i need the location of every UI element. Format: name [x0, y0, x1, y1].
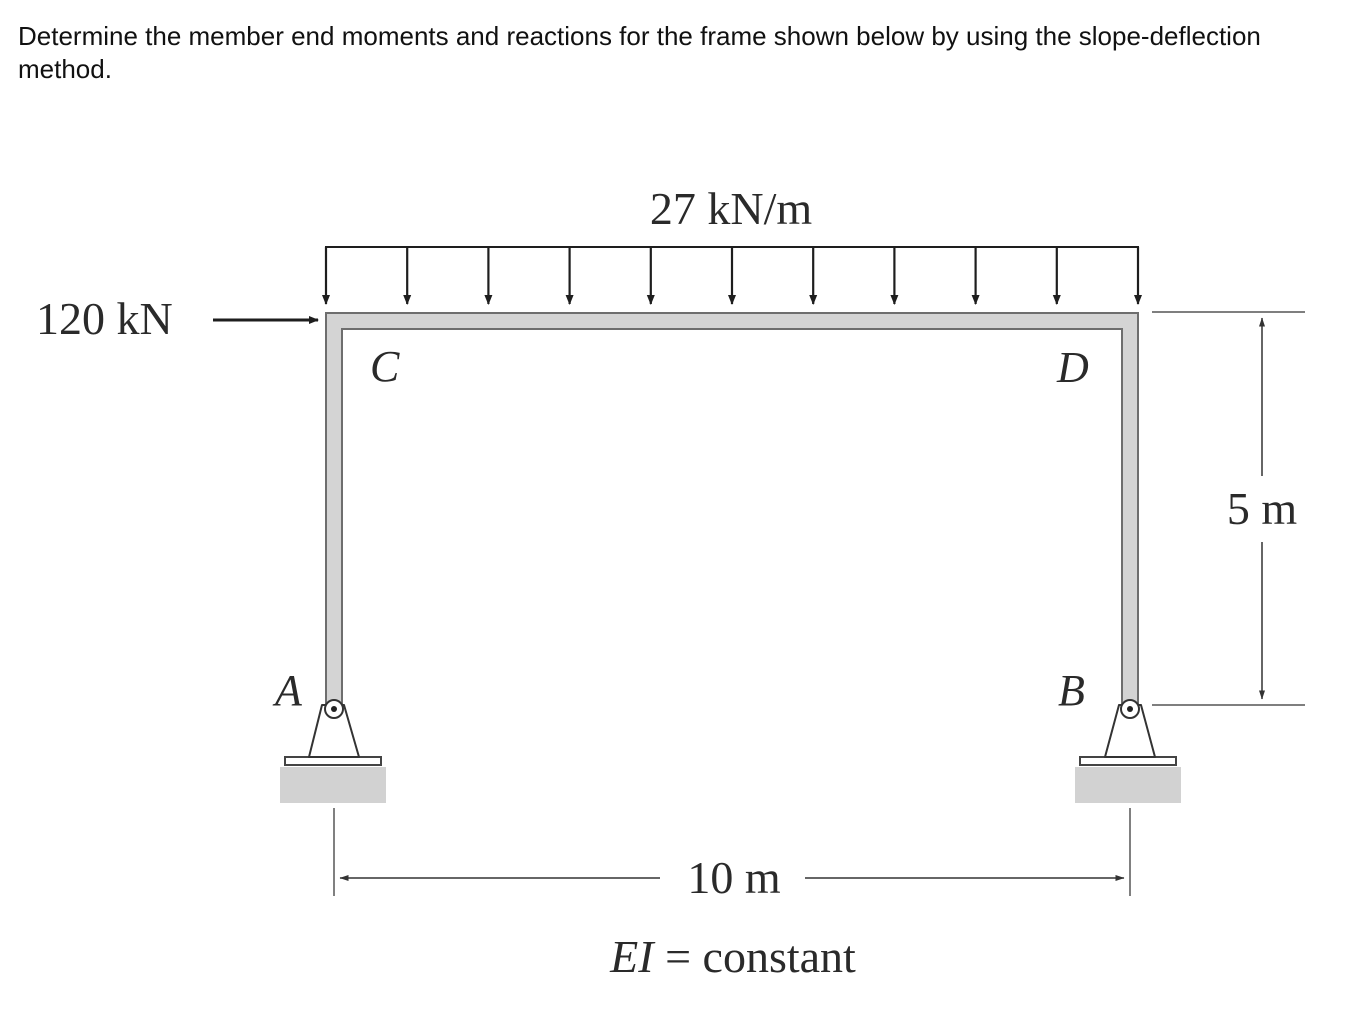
- frame-member: [325, 312, 1139, 706]
- problem-statement: Determine the member end moments and rea…: [18, 21, 1261, 84]
- distributed-load: [322, 246, 1142, 305]
- frame: [325, 312, 1139, 706]
- pin-support-b: [1075, 699, 1181, 803]
- ground-a: [280, 767, 386, 803]
- joint-label-c: C: [370, 342, 400, 391]
- base-plate-a: [284, 756, 382, 766]
- ground-b: [1075, 767, 1181, 803]
- stiffness-suffix: = constant: [665, 931, 856, 982]
- span-dimension-label: 10 m: [687, 852, 781, 903]
- support-label-a: A: [272, 666, 303, 715]
- pin-dot-a: [331, 706, 337, 712]
- stiffness-note: EI = constant: [609, 931, 856, 982]
- load-arrows: [322, 247, 1142, 305]
- support-label-b: B: [1058, 666, 1085, 715]
- span-dimension: 10 m: [333, 808, 1131, 903]
- point-load-label: 120 kN: [36, 293, 173, 344]
- stiffness-prefix: EI: [609, 931, 656, 982]
- point-load: 120 kN: [36, 293, 319, 344]
- joint-label-d: D: [1056, 343, 1089, 392]
- stiffness-suffix-space: [654, 931, 666, 982]
- height-dimension: 5 m: [1152, 311, 1305, 706]
- base-plate-b: [1079, 756, 1177, 766]
- distributed-load-label: 27 kN/m: [650, 183, 813, 234]
- height-dimension-label: 5 m: [1227, 483, 1298, 534]
- pin-dot-b: [1127, 706, 1133, 712]
- pin-support-a: [280, 699, 386, 803]
